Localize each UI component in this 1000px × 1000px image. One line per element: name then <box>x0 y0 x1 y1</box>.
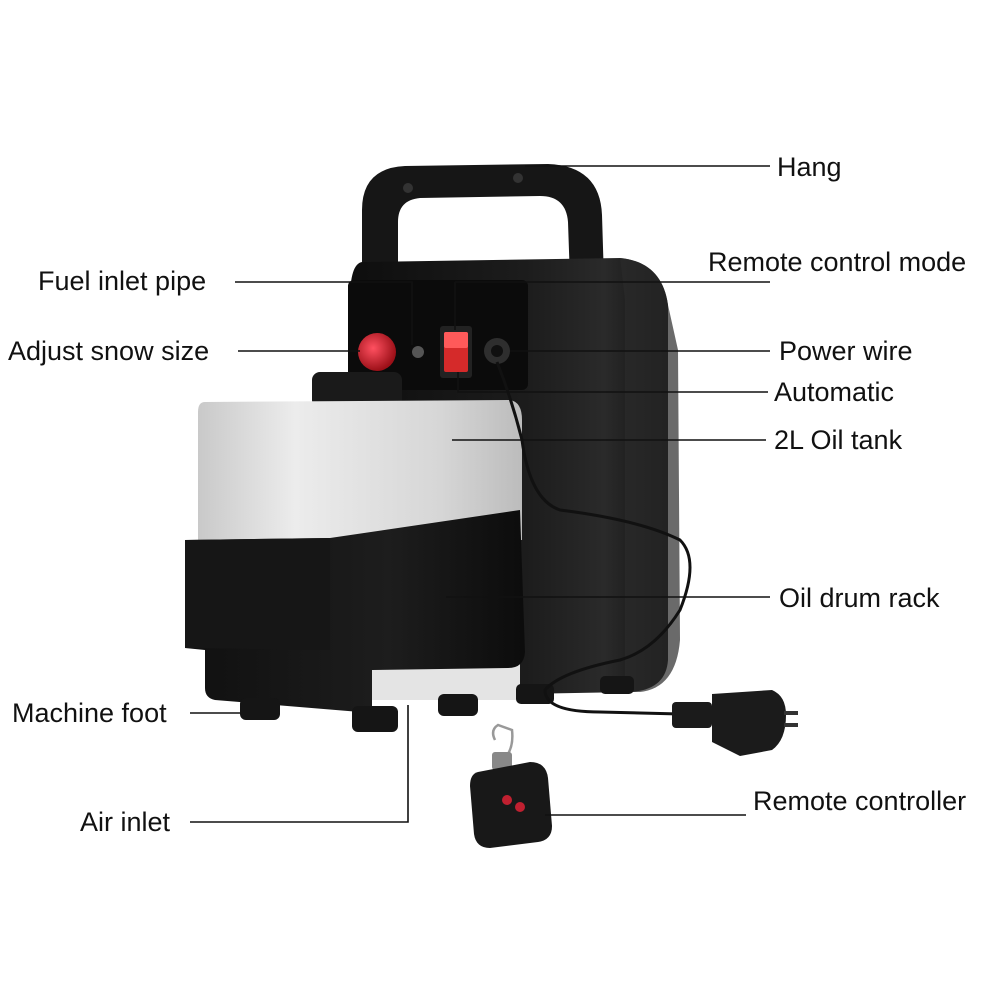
label-hang: Hang <box>777 152 842 182</box>
remote-controller-device <box>470 723 552 848</box>
power-cable <box>495 361 798 756</box>
plug-strain-relief <box>672 702 712 728</box>
control-panel <box>358 326 510 378</box>
label-air-inlet: Air inlet <box>80 807 171 837</box>
snow-size-knob <box>358 333 396 371</box>
hang-handle <box>362 164 604 280</box>
oil-drum-rack <box>185 510 525 712</box>
label-remote-control-mode: Remote control mode <box>708 247 967 277</box>
power-plug <box>712 690 786 756</box>
leader-automatic <box>457 372 768 393</box>
leader-air-inlet <box>190 705 409 823</box>
label-power-wire: Power wire <box>779 336 913 366</box>
label-oil-tank: 2L Oil tank <box>774 425 903 455</box>
leader-lines <box>190 165 770 823</box>
label-automatic: Automatic <box>774 377 895 407</box>
machine-feet <box>240 676 634 732</box>
fuel-inlet-port <box>412 346 424 358</box>
label-oil-drum-rack: Oil drum rack <box>779 583 940 613</box>
label-machine-foot: Machine foot <box>12 698 167 728</box>
label-remote-controller: Remote controller <box>753 786 967 816</box>
leader-fuel-inlet-pipe <box>235 281 413 345</box>
label-adjust-snow-size: Adjust snow size <box>8 336 210 366</box>
label-fuel-inlet-pipe: Fuel inlet pipe <box>38 266 207 296</box>
